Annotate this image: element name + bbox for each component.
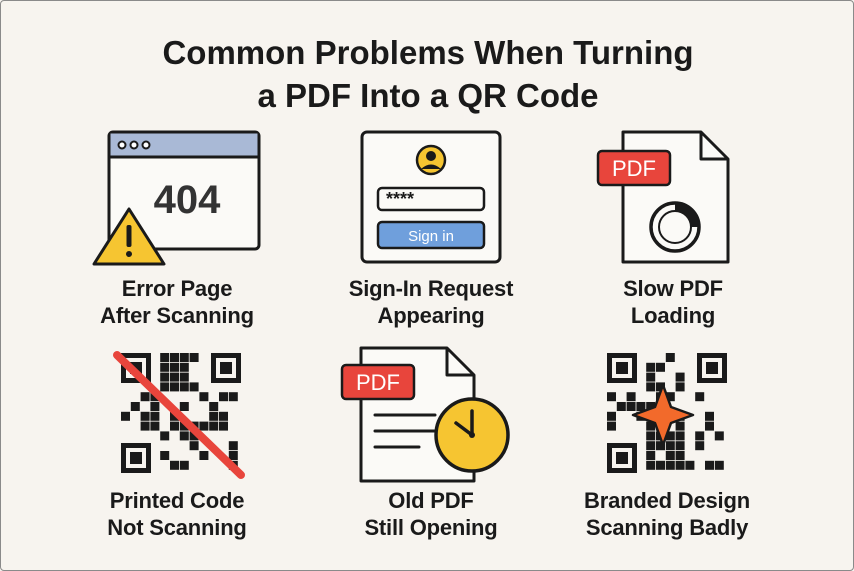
pdf-badge-text: PDF [356,370,400,395]
card-label-line-1: Error Page [121,276,233,301]
card-label-line-1: Branded Design [584,488,750,513]
crossed-qr-code-icon [113,351,245,479]
card-label: Error Page After Scanning [57,275,297,329]
card-label-line-2: After Scanning [100,303,254,328]
title-line-2: a PDF Into a QR Code [257,77,599,114]
pdf-loading-icon: PDF [596,130,730,264]
card-label: Old PDF Still Opening [311,487,551,541]
card-label-line-1: Sign-In Request [348,276,514,301]
card-label-line-2: Loading [630,303,716,328]
password-mask: **** [386,189,414,209]
card-label: Sign-In Request Appearing [311,275,551,329]
branded-qr-code-icon [607,353,727,473]
login-form-icon: **** Sign in [360,130,502,264]
sign-in-button-text: Sign in [408,228,454,245]
card-label: Branded Design Scanning Badly [547,487,787,541]
card-label: Printed Code Not Scanning [57,487,297,541]
page-title: Common Problems When Turning a PDF Into … [1,31,854,117]
card-label-line-2: Still Opening [364,515,498,540]
card-label: Slow PDF Loading [553,275,793,329]
error-code-text: 404 [154,178,221,222]
card-label-line-1: Old PDF [388,488,474,513]
title-line-1: Common Problems When Turning [162,34,694,71]
pdf-clock-icon: PDF [340,346,510,483]
pdf-badge-text: PDF [612,156,656,181]
error-404-browser-icon: 404 [92,130,261,266]
card-label-line-2: Appearing [377,303,485,328]
card-label-line-1: Slow PDF [623,276,723,301]
card-label-line-2: Scanning Badly [585,515,749,540]
card-label-line-2: Not Scanning [107,515,247,540]
card-label-line-1: Printed Code [109,488,245,513]
